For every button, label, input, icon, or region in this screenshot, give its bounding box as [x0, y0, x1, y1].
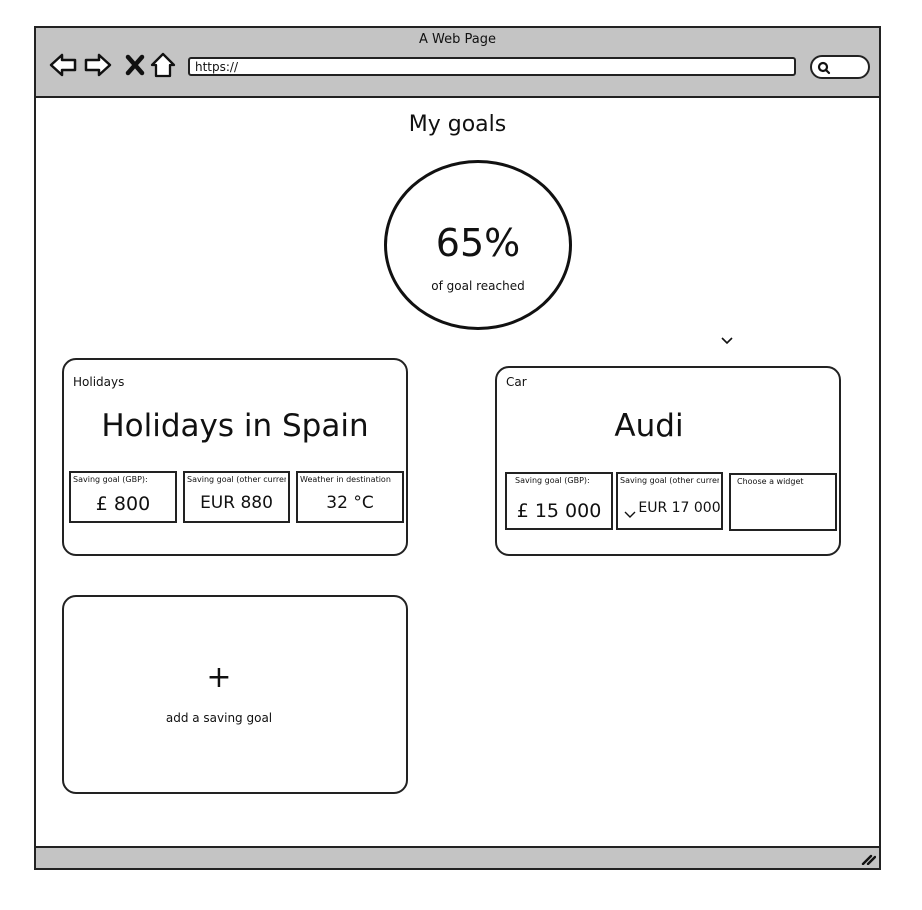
widget-label: Choose a widget — [737, 477, 804, 486]
widget-label: Weather in destination — [300, 475, 391, 484]
card-category: Car — [506, 375, 527, 389]
forward-arrow-icon[interactable] — [83, 50, 113, 80]
goal-progress-circle: 65% of goal reached — [384, 160, 572, 330]
home-icon[interactable] — [148, 50, 178, 80]
widget-label: Saving goal (GBP): — [73, 475, 148, 484]
page-title: My goals — [408, 112, 507, 137]
goal-card-car[interactable]: Car Audi Saving goal (GBP): £ 15 000 Sav… — [495, 366, 841, 556]
back-arrow-icon[interactable] — [48, 50, 78, 80]
currency-chevron-down-icon[interactable] — [624, 510, 636, 520]
card-title: Holidays in Spain — [101, 408, 369, 444]
add-goal-label: add a saving goal — [165, 711, 273, 725]
widget-label: Saving goal (other currency): — [620, 476, 719, 485]
widget-value: EUR 880 — [200, 493, 273, 513]
plus-icon: + — [206, 660, 232, 695]
search-button[interactable] — [810, 55, 870, 79]
widget-value: £ 15 000 — [516, 500, 602, 522]
browser-statusbar — [36, 846, 879, 868]
widget-value: £ 800 — [95, 493, 151, 515]
widget-value: EUR 17 000 — [638, 500, 721, 516]
resize-grip-icon[interactable] — [860, 851, 876, 865]
browser-toolbar: A Web Page https:// — [36, 28, 879, 98]
widget-saving-goal-gbp[interactable]: Saving goal (GBP): £ 15 000 — [505, 472, 613, 530]
search-icon — [817, 61, 831, 75]
widget-saving-goal-other-currency[interactable]: Saving goal (other currency): EUR 17 000 — [616, 472, 723, 530]
url-input[interactable]: https:// — [188, 57, 796, 76]
goal-card-holidays[interactable]: Holidays Holidays in Spain Saving goal (… — [62, 358, 408, 556]
widget-value: 32 °C — [326, 493, 374, 513]
chevron-down-icon[interactable] — [720, 335, 734, 347]
widget-saving-goal-gbp[interactable]: Saving goal (GBP): £ 800 — [69, 471, 177, 523]
progress-value: 65% — [435, 221, 521, 265]
card-category: Holidays — [73, 375, 125, 389]
widget-choose-widget[interactable]: Choose a widget — [729, 473, 837, 531]
widget-weather[interactable]: Weather in destination 32 °C — [296, 471, 404, 523]
widget-label: Saving goal (other currency): — [187, 475, 286, 484]
window-title: A Web Page — [419, 32, 496, 47]
close-icon[interactable] — [120, 50, 150, 80]
browser-window: A Web Page https:// My goals 65% of goal… — [34, 26, 881, 870]
widget-label: Saving goal (GBP): — [515, 476, 590, 485]
add-goal-card[interactable]: + add a saving goal — [62, 595, 408, 794]
card-title: Audi — [614, 408, 684, 444]
progress-caption: of goal reached — [431, 279, 525, 293]
widget-saving-goal-other-currency[interactable]: Saving goal (other currency): EUR 880 — [183, 471, 290, 523]
